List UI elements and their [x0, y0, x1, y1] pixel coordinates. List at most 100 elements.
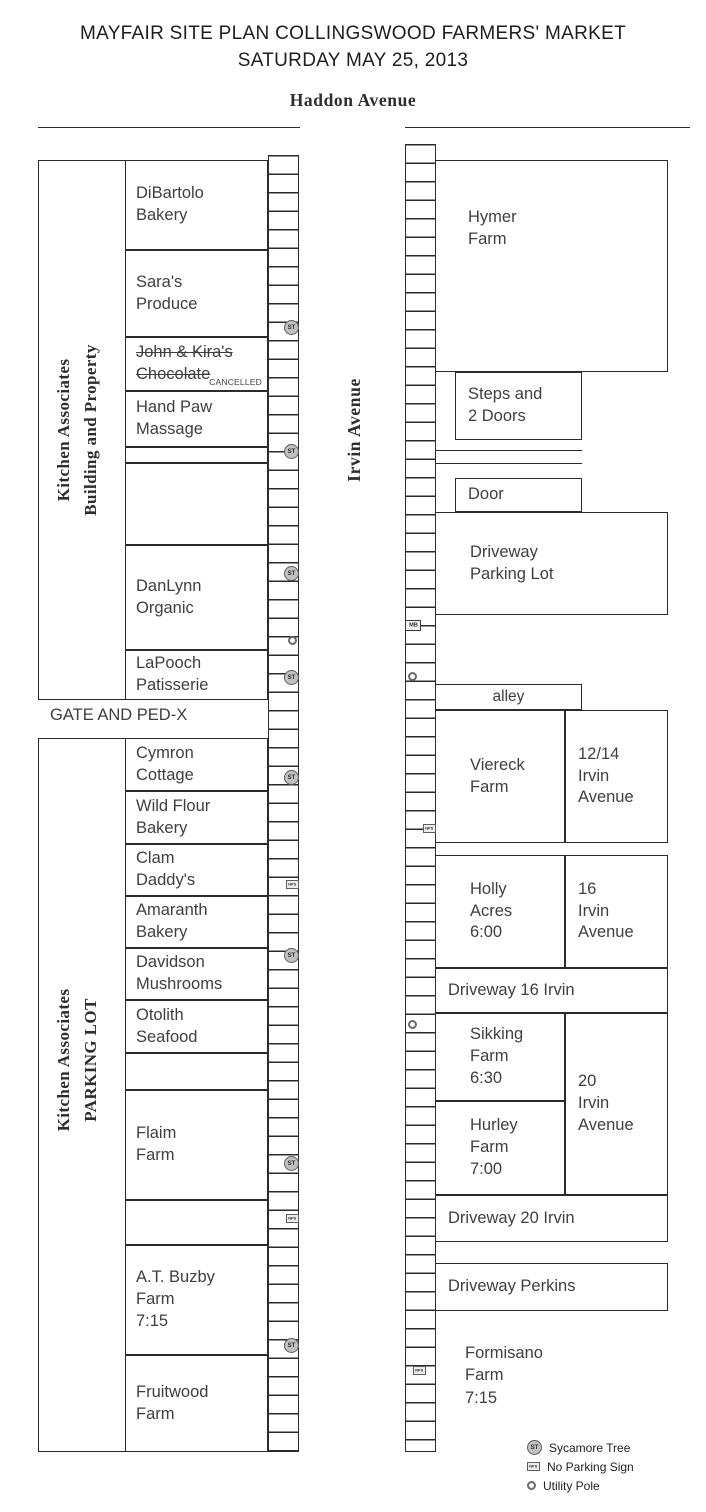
no-parking-sign-icon: NPS — [527, 1462, 540, 1471]
stall-label: Davidson Mushrooms — [136, 953, 223, 993]
kitchen-associates-parking-lot-label: Kitchen Associates PARKING LOT — [54, 988, 100, 1132]
stall-dibartolo-bakery: DiBartolo Bakery — [125, 160, 268, 250]
no-parking-sign-text: NPS — [415, 1368, 424, 1373]
area-alley: alley — [435, 684, 582, 710]
sycamore-tree-text: ST — [287, 952, 296, 959]
stall-label: Amaranth Bakery — [136, 901, 208, 941]
stall-label: LaPooch Patisserie — [136, 654, 209, 694]
stall-fruitwood-farm: Fruitwood Farm — [125, 1355, 268, 1452]
area-driveway-perkins: Driveway Perkins — [435, 1263, 668, 1311]
area-20-irvin-avenue: 20 Irvin Avenue — [565, 1013, 668, 1195]
street-label-haddon-avenue: Haddon Avenue — [289, 90, 417, 110]
area-label: Driveway Perkins — [448, 1277, 576, 1296]
stall-otolith-seafood: Otolith Seafood — [125, 1000, 268, 1053]
no-parking-sign-text: NPS — [288, 882, 297, 887]
legend-label: Sycamore Tree — [549, 1440, 631, 1455]
area-sikking-farm: Sikking Farm 6:30 — [435, 1013, 565, 1101]
sycamore-tree-icon: ST — [284, 566, 299, 581]
area-label: Driveway Parking Lot — [470, 542, 554, 583]
stall-label: DanLynn Organic — [136, 576, 202, 617]
stall-label: Clam Daddy's — [136, 849, 196, 889]
sycamore-tree-text: ST — [287, 1160, 296, 1167]
sycamore-tree-icon: ST — [284, 948, 299, 963]
stall-label: Cymron Cottage — [136, 743, 194, 784]
stall-label: A.T. Buzby Farm 7:15 — [136, 1268, 215, 1330]
area-hurley-farm: Hurley Farm 7:00 — [435, 1101, 565, 1195]
legend-label: No Parking Sign — [547, 1459, 634, 1474]
stall-label: John & Kira's Chocolate — [136, 343, 233, 383]
area-driveway-20-irvin: Driveway 20 Irvin — [435, 1195, 668, 1242]
empty-stall — [125, 1200, 268, 1245]
sycamore-tree-icon: ST — [284, 670, 299, 685]
stall-lapooch-patisserie: LaPooch Patisserie — [125, 650, 268, 700]
utility-pole-icon — [408, 672, 417, 681]
no-parking-sign-text: NPS — [425, 826, 434, 831]
empty-stall — [125, 1053, 268, 1090]
mailbox-icon: MB — [405, 620, 421, 631]
area-12-14-irvin-avenue: 12/14 Irvin Avenue — [565, 710, 668, 843]
sycamore-tree-icon: ST — [284, 1156, 299, 1171]
stall-label: Wild Flour Bakery — [136, 796, 211, 837]
area-label: 16 Irvin Avenue — [578, 879, 634, 942]
stall-at-buzby-farm: A.T. Buzby Farm 7:15 — [125, 1245, 268, 1355]
sycamore-tree-icon: ST — [527, 1440, 542, 1455]
area-label: Viereck Farm — [470, 755, 525, 796]
legend-row-utility-pole: Utility Pole — [527, 1476, 634, 1495]
stall-flaim-farm: Flaim Farm — [125, 1090, 268, 1200]
legend: ST Sycamore Tree NPS No Parking Sign Uti… — [527, 1438, 634, 1495]
area-label: alley — [492, 687, 525, 705]
stall-label: DiBartolo Bakery — [136, 184, 204, 224]
area-label: Steps and 2 Doors — [468, 385, 543, 425]
stall-clam-daddys: Clam Daddy's — [125, 844, 268, 896]
haddon-curb-line-right — [405, 127, 690, 128]
mailbox-text: MB — [408, 622, 418, 629]
area-door: Door — [455, 478, 582, 512]
sycamore-tree-icon: ST — [284, 770, 299, 785]
area-driveway-16-irvin: Driveway 16 Irvin — [435, 968, 668, 1013]
legend-row-sycamore-tree: ST Sycamore Tree — [527, 1438, 634, 1457]
area-steps-and-2-doors: Steps and 2 Doors — [455, 372, 582, 440]
area-hymer-farm: Hymer Farm — [435, 160, 668, 372]
kitchen-associates-building-label: Kitchen Associates Building and Property — [54, 344, 100, 516]
utility-pole-icon — [288, 636, 297, 645]
area-label: Holly Acres 6:00 — [470, 879, 513, 942]
area-driveway-parking-lot: Driveway Parking Lot — [435, 512, 668, 615]
no-parking-sign-icon: NPS — [413, 1366, 426, 1375]
cancelled-note: CANCELLED — [209, 376, 262, 387]
sycamore-tree-icon: ST — [284, 444, 299, 459]
parking-spaces-ladder-right — [405, 144, 436, 1452]
title-line2: SATURDAY MAY 25, 2013 — [237, 50, 469, 71]
area-formisano-farm: Formisano Farm 7:15 — [465, 1344, 543, 1407]
stall-label: Flaim Farm — [136, 1124, 177, 1164]
area-16-irvin-avenue: 16 Irvin Avenue — [565, 855, 668, 968]
utility-pole-icon — [527, 1481, 536, 1490]
area-label: 20 Irvin Avenue — [578, 1072, 634, 1134]
sycamore-tree-text: ST — [530, 1444, 539, 1451]
stall-cymron-cottage: Cymron Cottage — [125, 738, 268, 791]
stall-label: Sara's Produce — [136, 272, 198, 313]
sycamore-tree-text: ST — [287, 774, 296, 781]
empty-stall — [125, 447, 268, 463]
utility-pole-icon — [408, 1020, 417, 1029]
area-label: Door — [468, 485, 504, 504]
gate-and-ped-x-label: GATE AND PED-X — [50, 706, 188, 724]
no-parking-sign-icon: NPS — [286, 1214, 299, 1223]
legend-label: Utility Pole — [543, 1478, 600, 1493]
sycamore-tree-icon: ST — [284, 1338, 299, 1353]
area-viereck-farm: Viereck Farm — [435, 710, 565, 843]
page-title: MAYFAIR SITE PLAN COLLINGSWOOD FARMERS' … — [0, 20, 706, 74]
step-line — [435, 450, 582, 451]
area-label: Sikking Farm 6:30 — [470, 1025, 524, 1087]
stall-hand-paw-massage: Hand Paw Massage — [125, 391, 268, 447]
no-parking-sign-icon: NPS — [286, 880, 299, 889]
parking-spaces-ladder-left — [268, 155, 299, 1452]
area-label: 12/14 Irvin Avenue — [578, 744, 634, 807]
stall-danlynn-organic: DanLynn Organic — [125, 545, 268, 650]
sycamore-tree-text: ST — [287, 674, 296, 681]
stall-davidson-mushrooms: Davidson Mushrooms — [125, 948, 268, 1000]
area-label: Hymer Farm — [468, 208, 517, 248]
no-parking-sign-icon: NPS — [423, 824, 436, 833]
haddon-curb-line-left — [38, 127, 300, 128]
title-line1: MAYFAIR SITE PLAN COLLINGSWOOD FARMERS' … — [80, 23, 626, 44]
area-holly-acres: Holly Acres 6:00 — [435, 855, 565, 968]
